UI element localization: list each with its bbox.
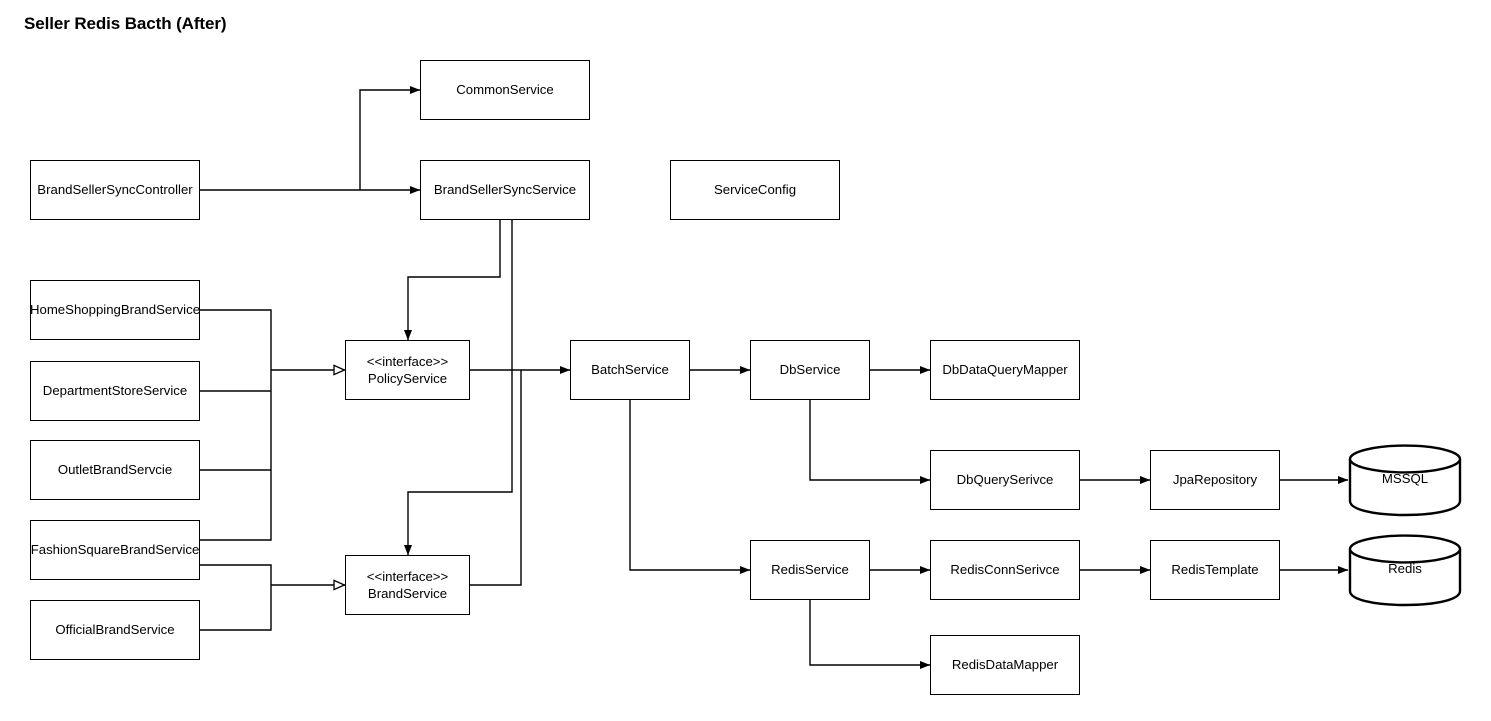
edge-controller-to-commonservice — [359, 85, 421, 190]
database-mssql[interactable]: MSSQL — [1348, 443, 1462, 517]
node-official-brand-service[interactable]: OfficialBrandService — [30, 600, 200, 660]
node-db-query-serivce[interactable]: DbQuerySerivce — [930, 450, 1080, 510]
node-brand-seller-sync-service[interactable]: BrandSellerSyncService — [420, 160, 590, 220]
node-label: DbQuerySerivce — [956, 472, 1054, 488]
edge-officialbrand-to-brandservice — [200, 585, 272, 631]
node-redis-template[interactable]: RedisTemplate — [1150, 540, 1280, 600]
edge-brandservice-to-batchservice — [470, 370, 522, 586]
edge-homeshopping-to-policyservice — [200, 309, 272, 370]
node-label: OfficialBrandService — [55, 622, 175, 638]
node-label: HomeShoppingBrandService — [29, 302, 201, 318]
node-label: FashionSquareBrandService — [30, 542, 200, 558]
node-label: OutletBrandServcie — [57, 462, 173, 478]
node-label: BrandSellerSyncService — [433, 182, 577, 198]
database-label: MSSQL — [1381, 471, 1429, 486]
node-brand-seller-sync-controller[interactable]: BrandSellerSyncController — [30, 160, 200, 220]
database-redis[interactable]: Redis — [1348, 533, 1462, 607]
cylinder-shape — [1348, 444, 1462, 517]
node-brand-service-interface[interactable]: <<interface>> BrandService — [345, 555, 470, 615]
edge-dbservice-to-dbqueryserivce — [809, 400, 931, 485]
node-label: <<interface>> BrandService — [366, 568, 449, 601]
node-label: ServiceConfig — [713, 182, 797, 198]
edge-syncservice-to-policyservice — [403, 220, 501, 341]
node-label: DbService — [779, 362, 841, 378]
node-label: DepartmentStoreService — [42, 383, 188, 399]
node-redis-service[interactable]: RedisService — [750, 540, 870, 600]
edge-redisservice-to-redisdatamapper — [809, 600, 931, 670]
node-service-config[interactable]: ServiceConfig — [670, 160, 840, 220]
node-common-service[interactable]: CommonService — [420, 60, 590, 120]
node-fashion-square-brand-service[interactable]: FashionSquareBrandService — [30, 520, 200, 580]
edge-fashionsquare-to-brandservice — [200, 564, 272, 585]
node-label: DbDataQueryMapper — [942, 362, 1068, 378]
edge-fashionsquare-to-policyservice — [200, 370, 272, 541]
node-label: BatchService — [591, 362, 669, 378]
node-label: JpaRepository — [1172, 472, 1258, 488]
node-policy-service-interface[interactable]: <<interface>> PolicyService — [345, 340, 470, 400]
node-label: RedisConnSerivce — [950, 562, 1060, 578]
cylinder-shape — [1348, 534, 1462, 607]
node-label: <<interface>> PolicyService — [366, 353, 449, 386]
node-label: BrandSellerSyncController — [37, 182, 193, 198]
database-label: Redis — [1388, 561, 1422, 576]
node-outlet-brand-servcie[interactable]: OutletBrandServcie — [30, 440, 200, 500]
node-jpa-repository[interactable]: JpaRepository — [1150, 450, 1280, 510]
node-home-shopping-brand-service[interactable]: HomeShoppingBrandService — [30, 280, 200, 340]
node-batch-service[interactable]: BatchService — [570, 340, 690, 400]
edge-batchservice-to-redisservice — [629, 400, 751, 575]
node-redis-data-mapper[interactable]: RedisDataMapper — [930, 635, 1080, 695]
node-department-store-service[interactable]: DepartmentStoreService — [30, 361, 200, 421]
node-label: RedisDataMapper — [951, 657, 1059, 673]
node-label: CommonService — [456, 82, 554, 98]
node-redis-conn-serivce[interactable]: RedisConnSerivce — [930, 540, 1080, 600]
page-title: Seller Redis Bacth (After) — [24, 14, 227, 33]
node-label: RedisTemplate — [1171, 562, 1259, 578]
node-db-service[interactable]: DbService — [750, 340, 870, 400]
node-db-data-query-mapper[interactable]: DbDataQueryMapper — [930, 340, 1080, 400]
node-label: RedisService — [771, 562, 849, 578]
